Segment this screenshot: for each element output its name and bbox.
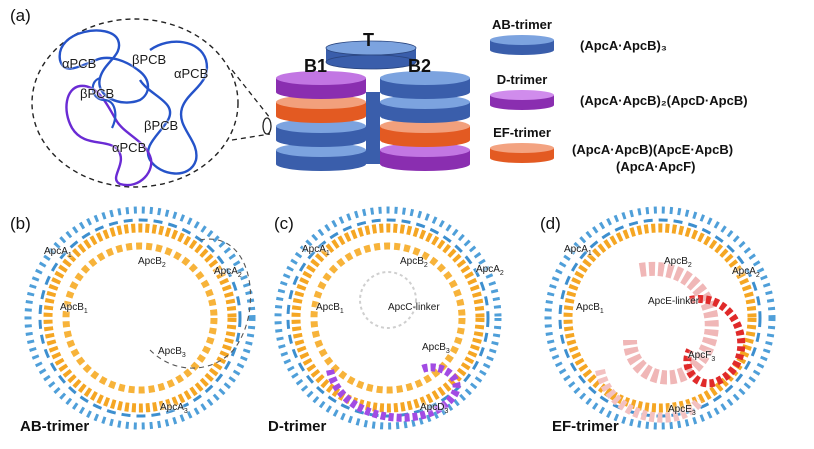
panel-b-apca1: ApcA1	[44, 246, 72, 259]
schematic-label-beta-3: βPCB	[144, 118, 179, 133]
panel-c-apca1: ApcA1	[302, 244, 330, 257]
chain-loop-blue-1	[58, 29, 150, 104]
stack-column-T	[325, 40, 417, 70]
legend-formula-ab: (ApcA·ApcB)₃	[580, 38, 667, 53]
legend-formula-ef-line1: (ApcA·ApcB)(ApcE·ApcB)	[572, 142, 734, 157]
legend-disk-ef	[490, 143, 554, 163]
zoom-line-bottom	[231, 133, 271, 141]
panel-d-structure	[544, 206, 776, 430]
panel-b-apcb2: ApcB2	[138, 256, 166, 269]
chain-loop-blue-2	[138, 40, 209, 175]
panel-c-apca2: ApcA2	[476, 264, 504, 277]
panel-d-apcf3: ApcF3	[688, 350, 716, 363]
panel-d-apcb1: ApcB1	[576, 302, 604, 315]
chain-loop-violet-1	[65, 84, 153, 187]
panel-c-name: D-trimer	[268, 418, 327, 435]
legend-title-d: D-trimer	[496, 72, 548, 87]
zoom-ellipse	[262, 117, 272, 135]
panel-c-tag: (c)	[274, 214, 294, 233]
legend-formula-d: (ApcA·ApcB)₂(ApcD·ApcB)	[580, 93, 748, 108]
panel-d-apca1: ApcA1	[564, 244, 592, 257]
chain-loop-blue-3	[91, 76, 117, 129]
panel-b-apcb3: ApcB3	[158, 346, 186, 359]
panel-d-linker: ApcE-linker	[648, 296, 700, 307]
zoom-line-top	[231, 69, 271, 119]
schematic-label-alpha-3: αPCB	[112, 140, 147, 155]
panel-b-structure	[24, 206, 256, 430]
stack-label-B2: B2	[408, 56, 432, 76]
disk-stack	[276, 40, 470, 171]
legend-title-ab: AB-trimer	[492, 17, 552, 32]
panel-c-apcb2: ApcB2	[400, 256, 428, 269]
stack-column-B1	[276, 71, 366, 171]
legend-disk-d	[490, 90, 554, 110]
legend-disk-ab	[490, 35, 554, 55]
schematic-label-alpha-2: αPCB	[174, 66, 209, 81]
panel-c-structure	[274, 206, 502, 430]
legend-title-ef: EF-trimer	[493, 125, 551, 140]
panel-b-apca2: ApcA2	[214, 266, 242, 279]
panel-c-apcd3: ApcD3	[420, 402, 449, 415]
stack-label-B1: B1	[304, 56, 328, 76]
schematic-label-beta-2: βPCB	[80, 86, 115, 101]
panel-d-apce3: ApcE3	[668, 404, 696, 417]
panel-b-name: AB-trimer	[20, 418, 90, 435]
panel-b-apca3: ApcA3	[160, 402, 188, 415]
schematic-dashed-circle	[31, 18, 239, 188]
panel-d-apca2: ApcA2	[732, 266, 760, 279]
panel-a-tag: (a)	[10, 6, 31, 25]
stack-label-T: T	[363, 30, 374, 50]
panel-d-name: EF-trimer	[552, 418, 619, 435]
panel-c-apcb3: ApcB3	[422, 342, 450, 355]
schematic-label-beta-1: βPCB	[132, 52, 167, 67]
panel-b-apcb1: ApcB1	[60, 302, 88, 315]
panel-c-apcb1: ApcB1	[316, 302, 344, 315]
legend-formula-ef-line2: (ApcA·ApcF)	[616, 159, 696, 174]
panel-d-tag: (d)	[540, 214, 561, 233]
panel-b-tag: (b)	[10, 214, 31, 233]
schematic-label-alpha-1: αPCB	[62, 56, 97, 71]
panel-c-linker: ApcC-linker	[388, 302, 440, 313]
panel-d-apcb2: ApcB2	[664, 256, 692, 269]
stack-column-B2	[380, 71, 470, 171]
